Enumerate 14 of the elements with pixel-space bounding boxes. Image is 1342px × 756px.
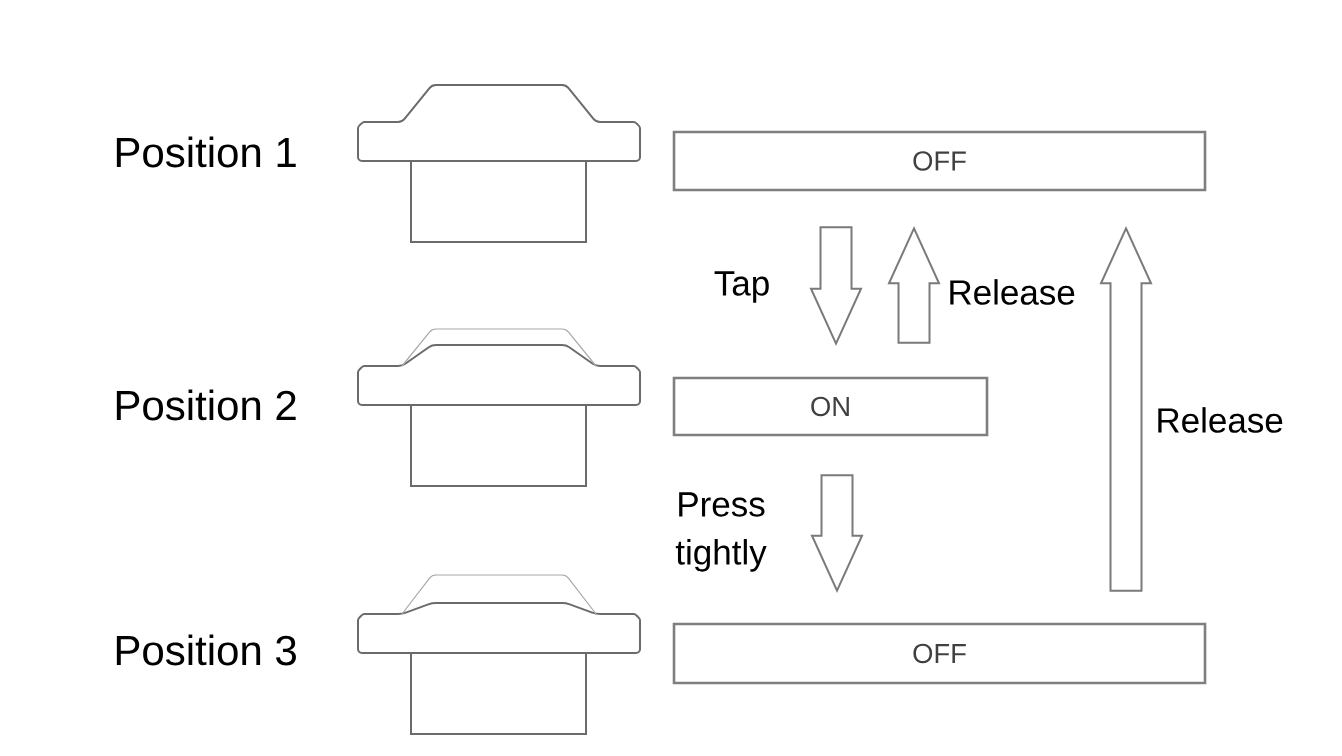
edge-label: Tap bbox=[714, 271, 769, 303]
block-arrow bbox=[887, 225, 941, 344]
edge-label: Release bbox=[1158, 407, 1283, 433]
state-box: ON bbox=[672, 376, 989, 437]
position-label: Position 1 bbox=[116, 136, 296, 168]
block-arrow bbox=[1099, 225, 1153, 592]
position-label: Position 3 bbox=[116, 634, 296, 666]
edge-label: Release bbox=[950, 279, 1075, 305]
position-label: Position 2 bbox=[116, 389, 296, 421]
block-arrow bbox=[809, 226, 863, 347]
state-box: OFF bbox=[672, 130, 1207, 192]
edge-label: Press tightly bbox=[675, 492, 767, 572]
state-box: OFF bbox=[672, 622, 1207, 685]
block-arrow bbox=[810, 474, 864, 594]
